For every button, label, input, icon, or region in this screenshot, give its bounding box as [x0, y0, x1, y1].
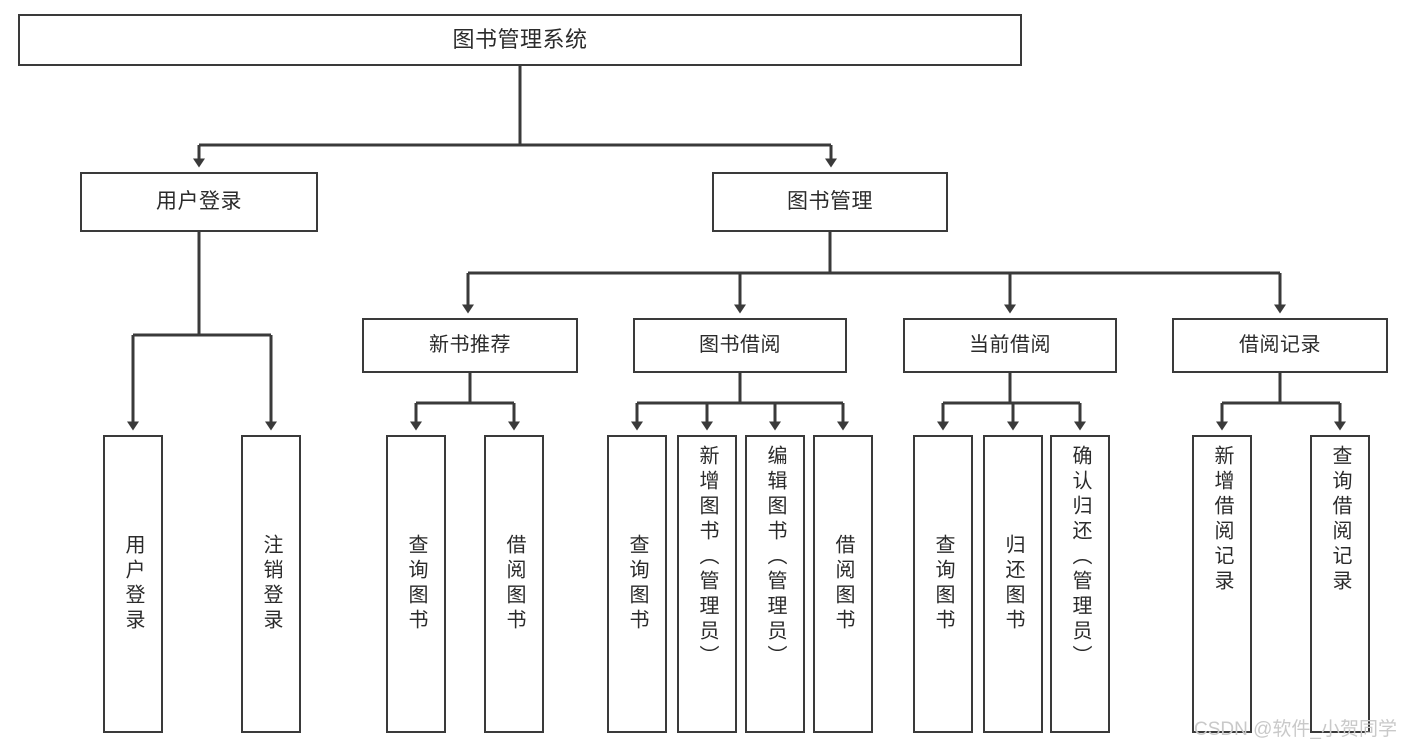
node-leaf-logout-login[interactable]: 注销登录	[241, 435, 301, 733]
node-leaf-borrow-book[interactable]: 借阅图书	[813, 435, 873, 733]
node-borrow-record[interactable]: 借阅记录	[1172, 318, 1388, 373]
node-label: 图书管理	[787, 190, 873, 214]
node-leaf-query-book-current[interactable]: 查询图书	[913, 435, 973, 733]
node-leaf-query-borrow-record[interactable]: 查询借阅记录	[1310, 435, 1370, 733]
node-label: 查询图书	[405, 534, 427, 634]
node-label: 新增借阅记录	[1211, 445, 1233, 595]
node-label: 用户登录	[156, 190, 242, 214]
node-user-login[interactable]: 用户登录	[80, 172, 318, 232]
node-leaf-borrow-book-recommend[interactable]: 借阅图书	[484, 435, 544, 733]
node-label: 查询图书	[626, 534, 648, 634]
node-leaf-query-book-recommend[interactable]: 查询图书	[386, 435, 446, 733]
node-label: 图书管理系统	[452, 26, 588, 52]
node-leaf-add-book-admin[interactable]: 新增图书（管理员）	[677, 435, 737, 733]
node-leaf-return-book[interactable]: 归还图书	[983, 435, 1043, 733]
node-label: 借阅图书	[832, 534, 854, 634]
node-leaf-add-borrow-record[interactable]: 新增借阅记录	[1192, 435, 1252, 733]
node-label: 编辑图书（管理员）	[764, 445, 786, 670]
node-label: 图书借阅	[699, 334, 781, 357]
node-label: 借阅图书	[503, 534, 525, 634]
node-label: 查询图书	[932, 534, 954, 634]
node-label: 当前借阅	[969, 334, 1051, 357]
node-leaf-query-book-borrow[interactable]: 查询图书	[607, 435, 667, 733]
node-label: 用户登录	[122, 534, 144, 634]
node-root-system[interactable]: 图书管理系统	[18, 14, 1022, 66]
node-book-management[interactable]: 图书管理	[712, 172, 948, 232]
node-label: 查询借阅记录	[1329, 445, 1351, 595]
node-label: 注销登录	[260, 534, 282, 634]
node-leaf-confirm-return-admin[interactable]: 确认归还（管理员）	[1050, 435, 1110, 733]
node-label: 归还图书	[1002, 534, 1024, 634]
node-leaf-user-login[interactable]: 用户登录	[103, 435, 163, 733]
node-label: 借阅记录	[1239, 334, 1321, 357]
node-book-borrow[interactable]: 图书借阅	[633, 318, 847, 373]
node-current-borrow[interactable]: 当前借阅	[903, 318, 1117, 373]
watermark-text: CSDN @软件_小贺同学	[1194, 719, 1397, 740]
node-label: 确认归还（管理员）	[1069, 445, 1091, 670]
node-new-book-recommend[interactable]: 新书推荐	[362, 318, 578, 373]
node-label: 新增图书（管理员）	[696, 445, 718, 670]
node-leaf-edit-book-admin[interactable]: 编辑图书（管理员）	[745, 435, 805, 733]
node-label: 新书推荐	[429, 334, 511, 357]
